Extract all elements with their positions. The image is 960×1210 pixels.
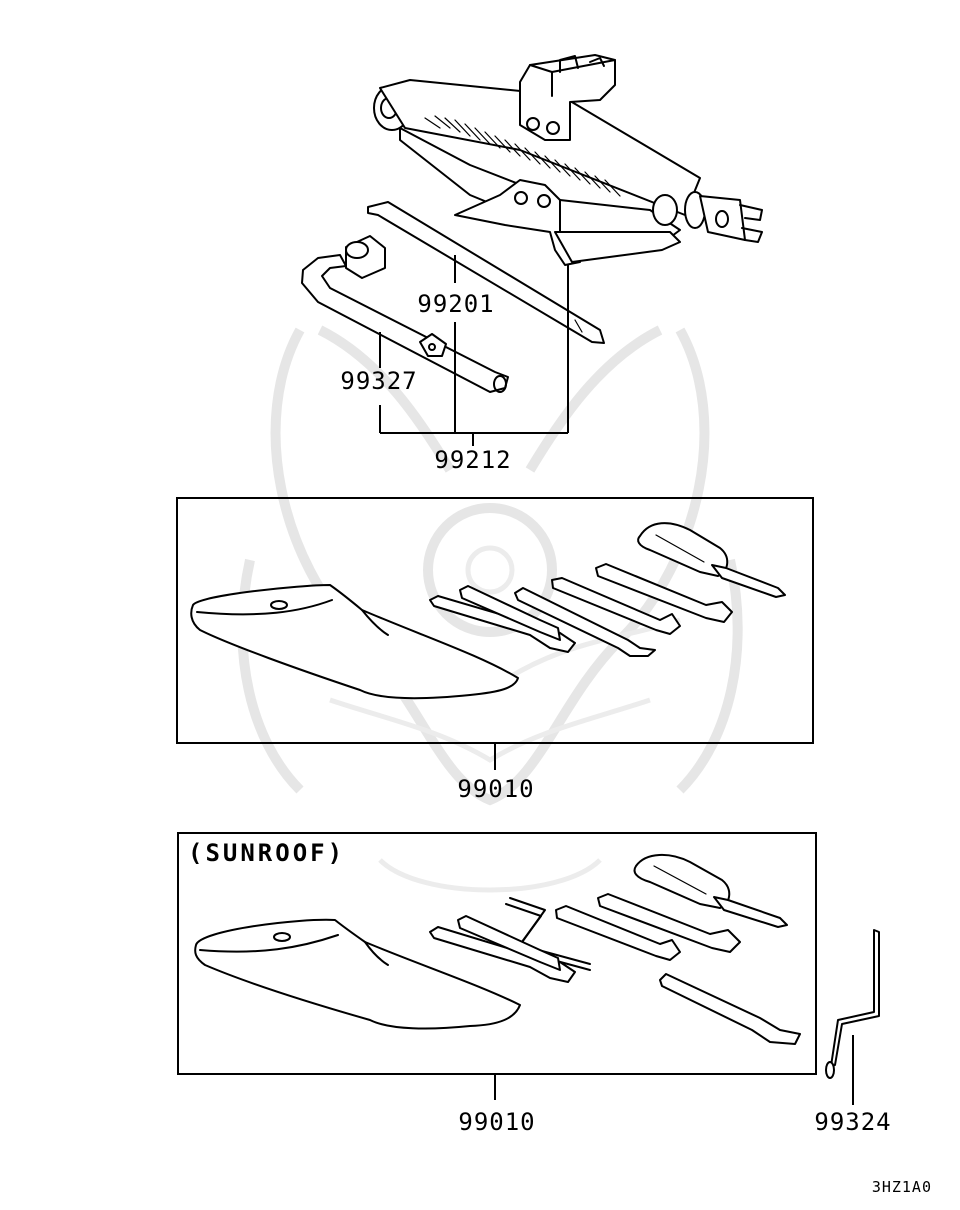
part-label-sunroof-handle: 99324 bbox=[814, 1108, 891, 1136]
tool-kit-illustration bbox=[176, 497, 814, 744]
part-label-tool-kit: 99010 bbox=[457, 775, 534, 803]
part-label-tool-kit-sunroof: 99010 bbox=[458, 1108, 535, 1136]
jack-rod-illustration bbox=[367, 201, 605, 344]
wheel-wrench-illustration bbox=[301, 235, 509, 393]
part-label-wrench: 99327 bbox=[340, 367, 417, 395]
tool-kit-sunroof-illustration bbox=[177, 832, 817, 1075]
sunroof-kit-title: (SUNROOF) bbox=[188, 839, 345, 867]
sunroof-handle-illustration bbox=[825, 929, 880, 1079]
part-label-rod: 99201 bbox=[417, 290, 494, 318]
part-label-jack-set: 99212 bbox=[434, 446, 511, 474]
leader-lines bbox=[379, 255, 854, 1105]
watermark-emblem bbox=[237, 325, 743, 893]
scissor-jack-illustration bbox=[373, 54, 763, 266]
diagram-code: 3HZ1A0 bbox=[872, 1178, 932, 1196]
tool-kit-sunroof-frame bbox=[177, 832, 817, 1075]
